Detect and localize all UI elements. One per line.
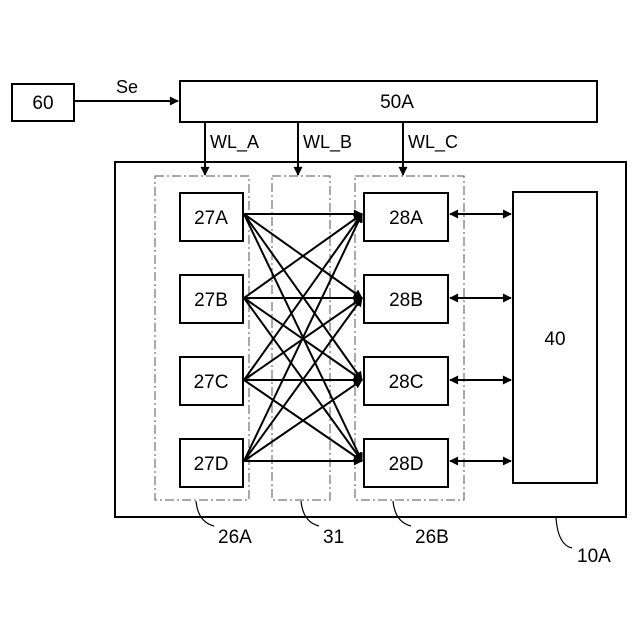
block-27a-label: 27A xyxy=(194,208,228,229)
block-27c-label: 27C xyxy=(194,372,229,393)
block-40-label: 40 xyxy=(544,329,565,350)
block-28a-label: 28A xyxy=(389,208,423,229)
wl-c-label: WL_C xyxy=(408,132,458,153)
leader-26b xyxy=(393,501,411,526)
block-60-label: 60 xyxy=(32,93,53,114)
ref-26a-label: 26A xyxy=(218,527,252,548)
block-28d-label: 28D xyxy=(389,454,424,475)
block-50a-label: 50A xyxy=(380,92,414,113)
leader-31 xyxy=(301,501,319,526)
ref-10a-label: 10A xyxy=(577,546,611,567)
wl-b-label: WL_B xyxy=(303,132,352,153)
leader-10a xyxy=(556,518,572,548)
leader-26a xyxy=(196,501,214,526)
se-label: Se xyxy=(116,77,138,97)
crossbar-wires xyxy=(244,214,362,461)
block-27b-label: 27B xyxy=(194,290,228,311)
ref-26b-label: 26B xyxy=(415,527,449,548)
block-28b-label: 28B xyxy=(389,290,423,311)
wl-a-label: WL_A xyxy=(210,132,259,153)
block-28c-label: 28C xyxy=(389,372,424,393)
block-27d-label: 27D xyxy=(194,454,229,475)
ref-31-label: 31 xyxy=(323,527,344,548)
